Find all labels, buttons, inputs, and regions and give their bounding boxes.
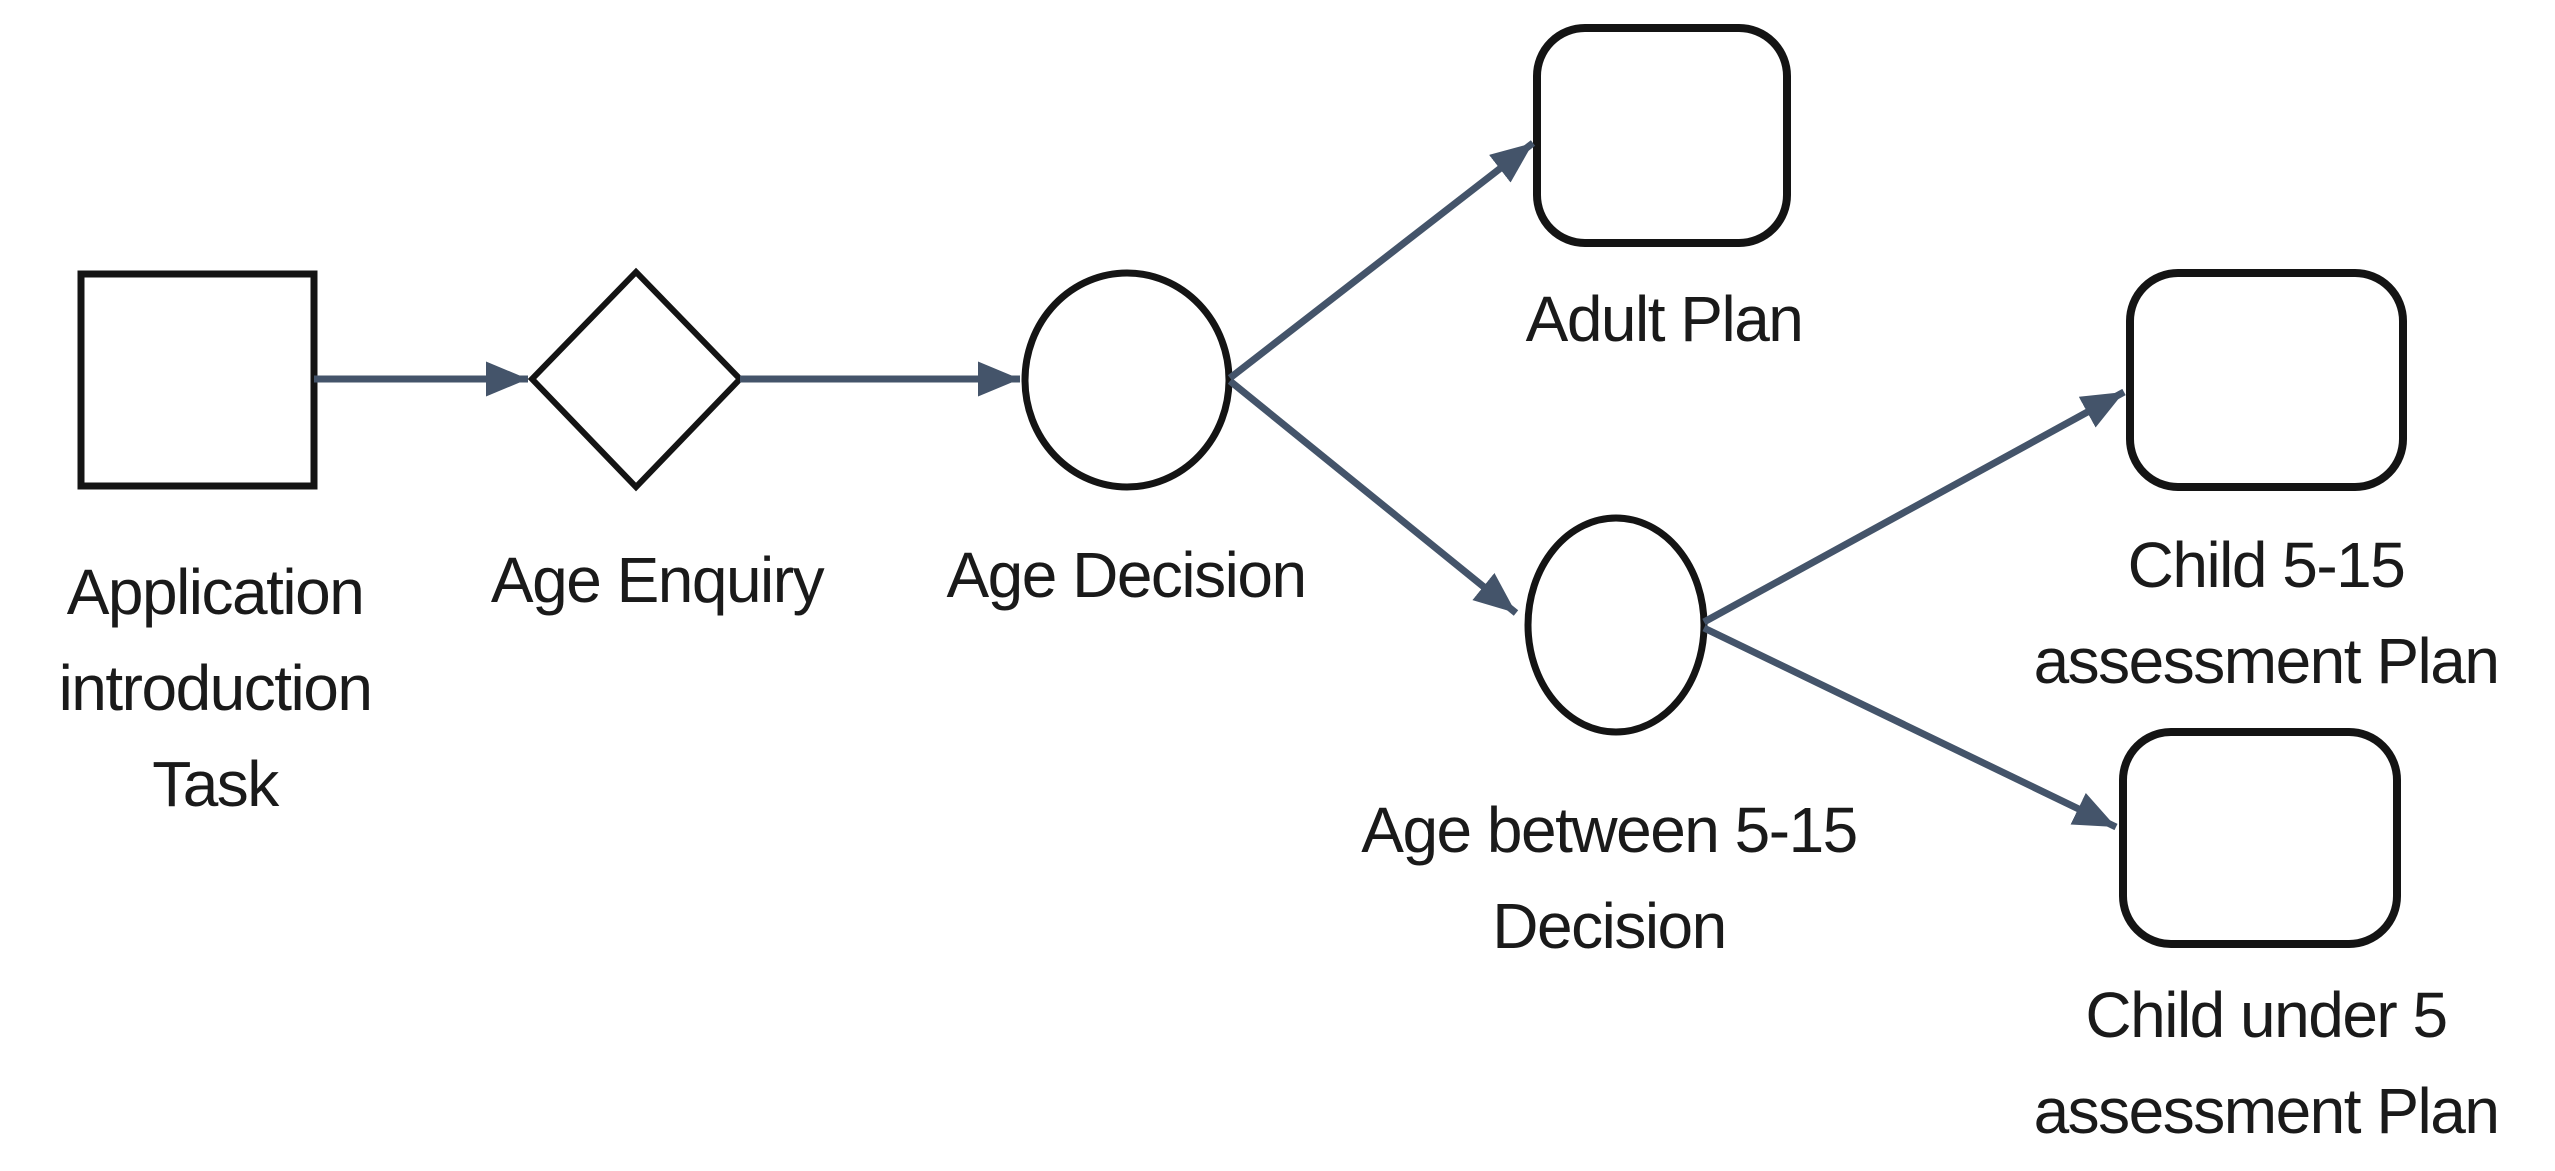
adult-plan-shape (1533, 24, 1791, 247)
age-decision-label: Age Decision (946, 539, 1307, 611)
child-5-15-plan-shape (2126, 269, 2407, 491)
edge-age-5-15-to-child-5-15-plan (1702, 388, 2126, 626)
application-task-shape (77, 270, 318, 490)
age-decision-circle-shape (1021, 269, 1233, 491)
child-5-15-plan-label: Child 5-15 assessment Plan (2033, 529, 2500, 697)
child-under-5-plan-shape (2119, 728, 2401, 948)
edge-decision-to-adult-plan (1227, 140, 1536, 381)
age-between-5-15-decision-label: Age between 5-15 Decision (1361, 794, 1858, 962)
age-between-5-15-decision-circle-shape (1524, 514, 1708, 736)
edge-age-5-15-to-child-under-5-plan (1702, 624, 2118, 831)
edge-decision-to-age-5-15-decision (1227, 378, 1519, 616)
application-task-label: Application introduction Task (58, 556, 373, 820)
adult-plan-label: Adult Plan (1525, 283, 1804, 355)
child-under-5-plan-label: Child under 5 assessment Plan (2033, 979, 2500, 1147)
age-enquiry-diamond-shape (527, 267, 745, 492)
age-enquiry-label: Age Enquiry (490, 544, 825, 616)
